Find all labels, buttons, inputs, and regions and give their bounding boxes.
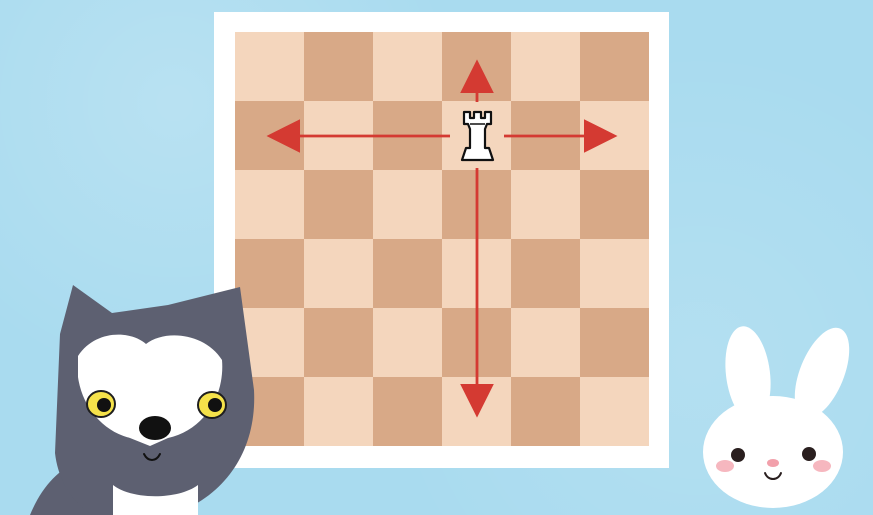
board-square[interactable] [373, 308, 442, 377]
board-square[interactable] [442, 170, 511, 239]
board-square[interactable] [304, 32, 373, 101]
board-square[interactable] [580, 170, 649, 239]
board-square[interactable] [442, 239, 511, 308]
board-square[interactable] [511, 32, 580, 101]
board-square[interactable] [580, 377, 649, 446]
board-square[interactable] [442, 101, 511, 170]
board-square[interactable] [373, 101, 442, 170]
board-square[interactable] [580, 32, 649, 101]
board-square[interactable] [235, 308, 304, 377]
board-square[interactable] [304, 377, 373, 446]
board-square[interactable] [304, 308, 373, 377]
board-square[interactable] [442, 308, 511, 377]
board-square[interactable] [304, 170, 373, 239]
board-square[interactable] [304, 239, 373, 308]
board-square[interactable] [580, 101, 649, 170]
board-square[interactable] [580, 308, 649, 377]
board-square[interactable] [235, 101, 304, 170]
board-square[interactable] [373, 32, 442, 101]
board-square[interactable] [511, 377, 580, 446]
board-square[interactable] [373, 377, 442, 446]
board-square[interactable] [235, 239, 304, 308]
board-square[interactable] [235, 377, 304, 446]
board-square[interactable] [580, 239, 649, 308]
board-square[interactable] [442, 377, 511, 446]
board-square[interactable] [304, 101, 373, 170]
board-square[interactable] [373, 239, 442, 308]
board-square[interactable] [235, 32, 304, 101]
board-square[interactable] [373, 170, 442, 239]
board-square[interactable] [511, 308, 580, 377]
board-square[interactable] [442, 32, 511, 101]
board-square[interactable] [235, 170, 304, 239]
board-square[interactable] [511, 101, 580, 170]
board-square[interactable] [511, 239, 580, 308]
chess-board [235, 32, 649, 446]
board-square[interactable] [511, 170, 580, 239]
